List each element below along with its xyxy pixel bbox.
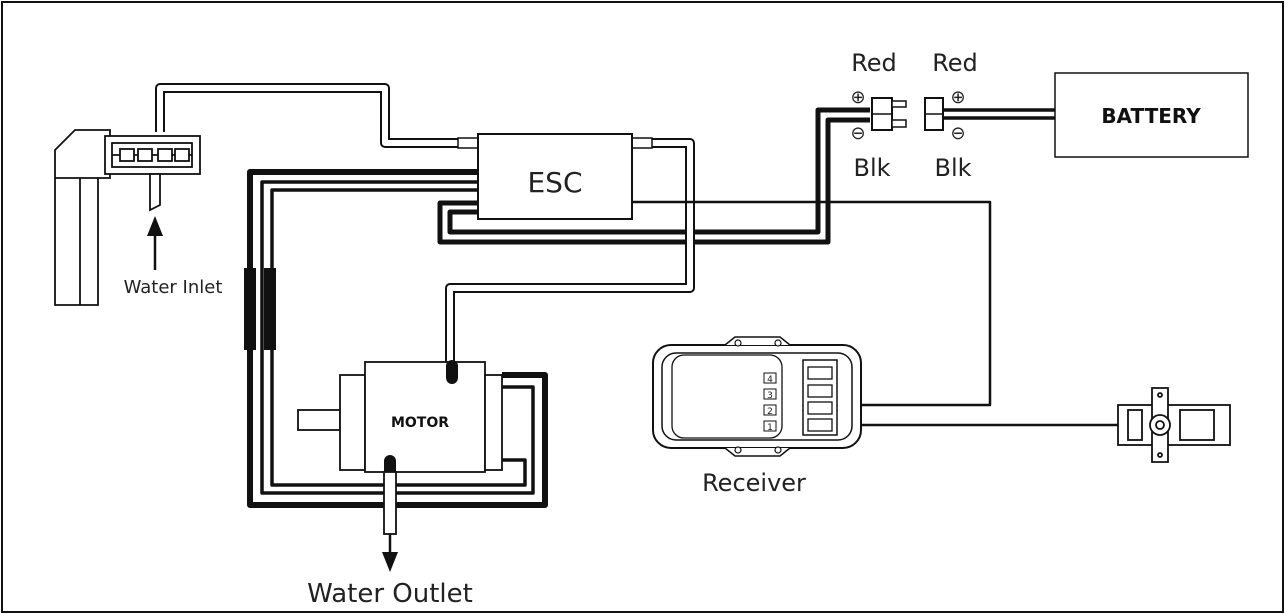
battery-label: BATTERY	[1101, 104, 1201, 128]
esc-tube-fitting-left	[457, 137, 479, 149]
water-inlet-label: Water Inlet	[124, 277, 223, 298]
plus-icon: ⊕	[850, 87, 865, 108]
channel-label: 1	[767, 423, 773, 433]
battery-wires-pack	[943, 108, 1055, 120]
blk-label-left: Blk	[853, 154, 890, 182]
blk-label-right: Blk	[934, 154, 971, 182]
ferrite-left	[244, 268, 256, 350]
water-pickup-strut	[54, 129, 201, 306]
water-outlet-tube	[383, 471, 397, 535]
water-outlet-label: Water Outlet	[307, 579, 473, 609]
channel-label: 2	[767, 407, 773, 417]
battery-wires-esc	[437, 107, 870, 245]
motor-label: MOTOR	[391, 415, 449, 431]
red-label-right: Red	[932, 49, 978, 77]
receiver-label: Receiver	[702, 469, 806, 497]
minus-icon: ⊖	[850, 123, 865, 144]
red-label-left: Red	[851, 49, 897, 77]
ferrite-right	[264, 268, 276, 350]
water-tube-inlet	[155, 83, 478, 148]
esc-signal-wire	[632, 200, 992, 407]
motor-water-nipple-top	[446, 360, 458, 384]
esc-tube-fitting-right	[631, 137, 653, 149]
receiver-channel-labels: 4 3 2 1	[763, 372, 777, 433]
water-outlet-arrow	[382, 534, 398, 572]
minus-icon: ⊖	[950, 123, 965, 144]
esc-label: ESC	[527, 166, 582, 199]
motor-power-wires	[247, 169, 548, 508]
receiver	[652, 336, 862, 457]
channel-label: 4	[767, 375, 773, 385]
water-tube-esc-to-motor	[445, 138, 695, 372]
motor	[297, 361, 503, 473]
esc-unit: ESC	[477, 133, 633, 220]
water-inlet-arrow	[147, 216, 163, 270]
servo	[1117, 387, 1231, 463]
plus-icon: ⊕	[950, 87, 965, 108]
channel-label: 3	[767, 391, 773, 401]
battery-connector-male	[871, 97, 907, 131]
battery-connector-female	[924, 97, 944, 131]
battery-pack: BATTERY	[1054, 72, 1249, 158]
